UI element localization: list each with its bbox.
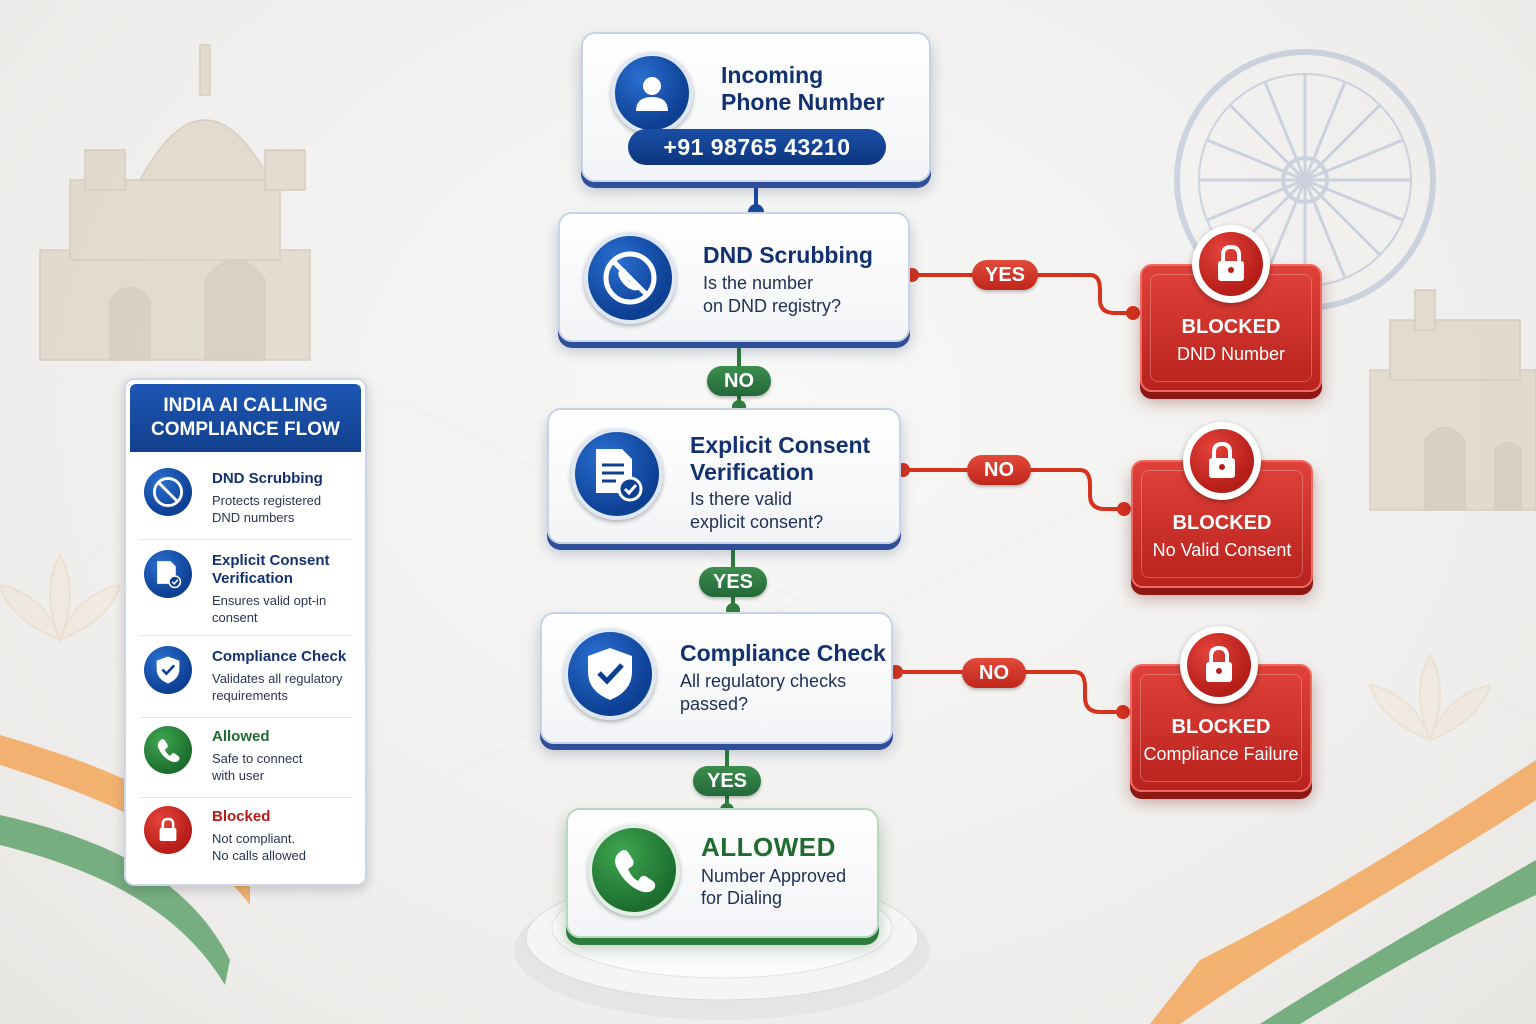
- legend-item-compliance: Compliance Check Validates all regulator…: [140, 638, 352, 718]
- consent-verification-box: Explicit Consent Verification Is there v…: [547, 408, 901, 544]
- lock-icon: [1183, 422, 1261, 500]
- lock-icon: [1180, 626, 1258, 704]
- consent-question-line1: Is there valid: [690, 489, 793, 509]
- legend-compliance-title: Compliance Check: [212, 648, 347, 665]
- legend-blocked-desc-line1: Not compliant.: [212, 831, 296, 846]
- legend-consent-title-line1: Explicit Consent: [212, 552, 330, 569]
- dnd-no-label: NO: [707, 366, 771, 396]
- allowed-line1: Number Approved: [701, 866, 847, 886]
- legend-allowed-title: Allowed: [212, 728, 270, 745]
- document-check-icon: [571, 428, 663, 520]
- compliance-title: Compliance Check: [680, 640, 886, 666]
- compliance-question-line2: passed?: [680, 694, 749, 714]
- legend-item-dnd: DND Scrubbing Protects registered DND nu…: [140, 460, 352, 540]
- consent-title-line1: Explicit Consent: [690, 432, 871, 458]
- legend-heading-line2: COMPLIANCE FLOW: [151, 419, 340, 440]
- blocked-compliance-reason: Compliance Failure: [1143, 744, 1299, 764]
- shield-check-icon: [564, 628, 656, 720]
- legend-item-allowed: Allowed Safe to connect with user: [140, 718, 352, 798]
- dnd-question-line2: on DND registry?: [703, 296, 842, 316]
- legend-compliance-desc-line2: requirements: [212, 688, 288, 703]
- phone-icon: [144, 726, 192, 774]
- lock-icon: [144, 806, 192, 854]
- phone-number-badge: +91 98765 43210: [628, 129, 886, 165]
- lock-icon: [1192, 225, 1270, 303]
- dnd-title: DND Scrubbing: [703, 242, 873, 268]
- blocked-dnd-reason: DND Number: [1176, 344, 1286, 364]
- incoming-title-line1: Incoming: [721, 62, 824, 88]
- allowed-box: ALLOWED Number Approved for Dialing: [566, 808, 879, 938]
- legend-blocked-desc-line2: No calls allowed: [212, 848, 306, 863]
- blocked-consent-reason: No Valid Consent: [1152, 540, 1292, 560]
- consent-yes-label: YES: [699, 567, 767, 597]
- dnd-scrubbing-box: DND Scrubbing Is the number on DND regis…: [558, 212, 910, 342]
- allowed-title: ALLOWED: [701, 832, 836, 862]
- legend-consent-desc-line1: Ensures valid opt-in: [212, 593, 327, 608]
- compliance-no-label: NO: [962, 658, 1026, 688]
- legend-dnd-title: DND Scrubbing: [212, 470, 323, 487]
- legend-allowed-desc-line1: Safe to connect: [212, 751, 303, 766]
- allowed-line2: for Dialing: [701, 888, 783, 908]
- document-check-icon: [144, 550, 192, 598]
- legend-item-blocked: Blocked Not compliant. No calls allowed: [140, 798, 352, 878]
- legend-compliance-desc-line1: Validates all regulatory: [212, 671, 343, 686]
- phone-icon: [588, 824, 680, 916]
- consent-no-label: NO: [967, 455, 1031, 485]
- legend-item-consent: Explicit Consent Verification Ensures va…: [140, 542, 352, 636]
- compliance-yes-label: YES: [693, 766, 761, 796]
- blocked-consent-title: BLOCKED: [1172, 512, 1272, 534]
- blocked-dnd-title: BLOCKED: [1181, 316, 1281, 338]
- compliance-question-line1: All regulatory checks: [680, 671, 847, 691]
- legend-heading: INDIA AI CALLING COMPLIANCE FLOW: [130, 384, 361, 452]
- blocked-compliance-title: BLOCKED: [1171, 716, 1271, 738]
- legend-heading-line1: INDIA AI CALLING: [163, 395, 328, 416]
- legend-allowed-desc-line2: with user: [212, 768, 265, 783]
- dnd-yes-label: YES: [972, 260, 1038, 290]
- legend-panel: INDIA AI CALLING COMPLIANCE FLOW DND Scr…: [124, 378, 367, 886]
- no-call-icon: [144, 468, 192, 516]
- consent-title-line2: Verification: [690, 459, 814, 485]
- compliance-check-box: Compliance Check All regulatory checks p…: [540, 612, 893, 744]
- legend-blocked-title: Blocked: [212, 808, 271, 825]
- incoming-title-line2: Phone Number: [721, 89, 885, 115]
- shield-check-icon: [144, 646, 192, 694]
- legend-dnd-desc-line1: Protects registered: [212, 493, 322, 508]
- dnd-question-line1: Is the number: [703, 273, 814, 293]
- legend-consent-desc-line2: consent: [212, 610, 258, 625]
- legend-consent-title-line2: Verification: [212, 570, 293, 587]
- no-call-icon: [584, 232, 676, 324]
- legend-dnd-desc-line2: DND numbers: [212, 510, 295, 525]
- consent-question-line2: explicit consent?: [690, 512, 824, 532]
- user-icon: [611, 52, 693, 134]
